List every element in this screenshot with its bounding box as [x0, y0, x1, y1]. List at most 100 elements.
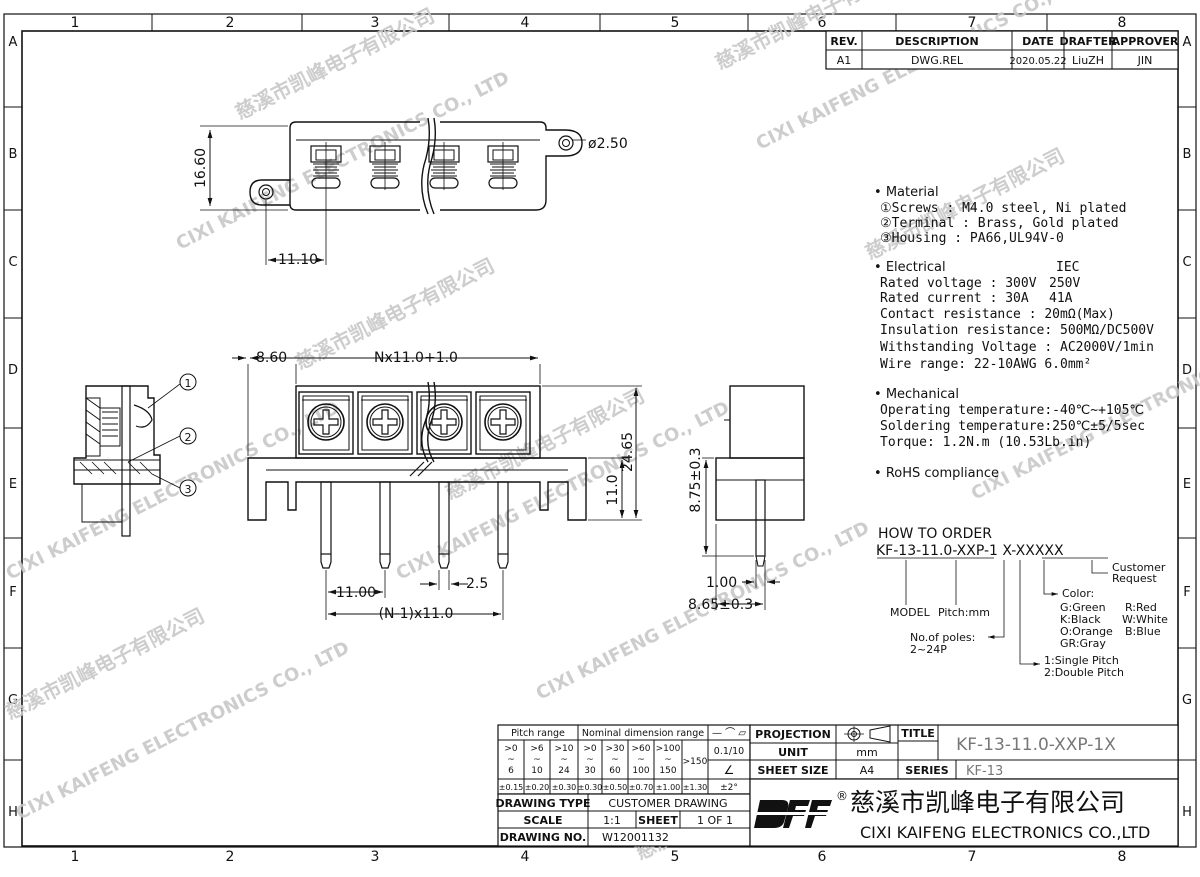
frame-col-label-top: 5	[671, 15, 680, 31]
customer-request-label: Request	[1112, 572, 1157, 585]
frame-row-label-left: H	[8, 805, 18, 820]
frame-col-label-bottom: 6	[818, 849, 827, 865]
series-value: KF-13	[966, 764, 1003, 779]
color-heading: Color:	[1062, 587, 1094, 600]
company-name-cn: 慈溪市凯峰电子有限公司	[850, 788, 1125, 817]
tolerance-range-cells: >0~6>6~10>10~24>0~30>30~60>60~100>100~15…	[499, 744, 708, 792]
dim-pin-gap: 2.5	[466, 576, 488, 592]
color-orange: O:Orange	[1060, 625, 1113, 638]
range-tilde: ~	[664, 755, 672, 765]
material-heading: • Material	[874, 185, 939, 200]
tolerance-value: ±0.15	[499, 783, 524, 792]
range-tilde: ~	[533, 755, 541, 765]
frame-col-label-top: 1	[71, 15, 80, 31]
watermark-en: CIXI KAIFENG ELECTRONICS CO., LTD	[3, 397, 343, 584]
frame-row-label-right: D	[1182, 363, 1192, 378]
color-green: G:Green	[1060, 601, 1106, 614]
range-lower: >100	[656, 744, 681, 754]
approver-header: APPROVER	[1112, 35, 1179, 48]
dim-pin-pitch: 11.00	[336, 585, 376, 601]
watermark-en: CIXI KAIFENG ELECTRONICS CO., LTD	[13, 637, 353, 824]
dim-front-left: 8.60	[256, 350, 287, 366]
insulation-resistance: Insulation resistance: 500MΩ/DC500V	[880, 323, 1154, 338]
frame-row-label-right: H	[1182, 805, 1192, 820]
frame-col-label-bottom: 2	[226, 849, 235, 865]
tolerance-value: ±0.50	[603, 783, 628, 792]
range-over-150: >150	[683, 757, 708, 767]
frame-col-label-top: 2	[226, 15, 235, 31]
frame-col-label-top: 8	[1118, 15, 1127, 31]
front-view: 8.60 Nx11.0+1.0 24.65 11.0 11.00 2.5 (N-…	[232, 350, 642, 622]
dim-pin-width: 1.00	[706, 575, 737, 591]
range-upper: 6	[508, 766, 514, 776]
range-upper: 24	[558, 766, 570, 776]
range-tilde: ~	[637, 755, 645, 765]
order-title: HOW TO ORDER	[878, 526, 992, 542]
dim-hole-diameter: ø2.50	[588, 136, 628, 152]
range-tilde: ~	[560, 755, 568, 765]
color-black: K:Black	[1060, 613, 1101, 626]
double-pitch: 2:Double Pitch	[1044, 666, 1124, 679]
company-logo	[752, 800, 844, 828]
model-label: MODEL	[890, 606, 931, 619]
torque: Torque: 1.2N.m (10.53Lb.in)	[880, 435, 1091, 450]
frame-col-label-top: 7	[968, 15, 977, 31]
frame-row-label-right: A	[1183, 35, 1192, 50]
frame-col-label-bottom: 1	[71, 849, 80, 865]
customer-label: Customer	[1112, 561, 1166, 574]
range-tilde: ~	[586, 755, 594, 765]
dim-front-total-height: 24.65	[620, 432, 636, 472]
watermark-cn: 慈溪市凯峰电子有限公司	[1, 603, 208, 724]
callout-1: 1	[185, 377, 192, 390]
poles-range: 2~24P	[910, 643, 947, 656]
dim-top-height: 16.60	[193, 148, 209, 188]
frame-row-label-left: C	[8, 255, 17, 270]
sheet-size-label: SHEET SIZE	[758, 764, 829, 777]
withstanding-voltage: Withstanding Voltage : AC2000V/1min	[880, 340, 1154, 355]
color-red: R:Red	[1125, 601, 1157, 614]
top-view: 16.60 ø2.50 11.10	[193, 117, 628, 268]
wire-range: Wire range: 22-10AWG 6.0mm²	[880, 357, 1091, 372]
scale-label: SCALE	[523, 814, 562, 827]
drafter-value: LiuZH	[1072, 54, 1104, 67]
date-header: DATE	[1022, 35, 1054, 48]
watermark-cn: 慈溪市凯峰电子有限公司	[231, 3, 438, 124]
nominal-range-header: Nominal dimension range	[582, 728, 704, 739]
tolerance-value: ±0.30	[578, 783, 603, 792]
tolerance-value: ±0.30	[552, 783, 577, 792]
range-lower: >10	[555, 744, 574, 754]
projection-symbol-icon	[844, 725, 891, 743]
frame-col-label-bottom: 3	[371, 849, 380, 865]
watermark-en: CIXI KAIFENG ELECTRONICS CO., LTD	[173, 67, 513, 254]
frame-col-label-bottom: 8	[1118, 849, 1127, 865]
range-upper: 60	[609, 766, 621, 776]
frame-row-label-left: G	[8, 693, 18, 708]
drawing-type-label: DRAWING TYPE	[496, 797, 591, 810]
frame-row-label-right: B	[1183, 147, 1192, 162]
description-value: DWG.REL	[911, 54, 964, 67]
frame-col-label-top: 3	[371, 15, 380, 31]
flatness-value: 0.1/10	[714, 746, 744, 757]
drafter-header: DRAFTER	[1059, 35, 1117, 48]
form-symbols: — ⌒ ▱	[712, 727, 746, 739]
order-code: KF-13-11.0-XXP-1 X-XXXXX	[876, 543, 1064, 559]
unit-label: UNIT	[778, 746, 808, 759]
tolerance-value: ±1.00	[656, 783, 681, 792]
sheet-value: 1 OF 1	[697, 814, 733, 827]
frame-row-label-right: C	[1182, 255, 1191, 270]
color-blue: B:Blue	[1125, 625, 1161, 638]
unit-value: mm	[856, 746, 877, 759]
frame-row-label-left: A	[9, 35, 18, 50]
electrical-iec-header: IEC	[1056, 260, 1079, 275]
dim-front-body-height: 11.0	[605, 474, 621, 505]
right-side-view: 8.75±0.3 1.00 8.65±0.3	[688, 385, 805, 613]
frame-col-label-bottom: 7	[968, 849, 977, 865]
angle-symbol: ∠	[724, 763, 735, 777]
material-terminal: ②Terminal : Brass, Gold plated	[880, 216, 1119, 231]
range-upper: 150	[659, 766, 676, 776]
projection-label: PROJECTION	[755, 728, 831, 741]
range-tilde: ~	[507, 755, 515, 765]
frame-row-label-left: D	[8, 363, 18, 378]
